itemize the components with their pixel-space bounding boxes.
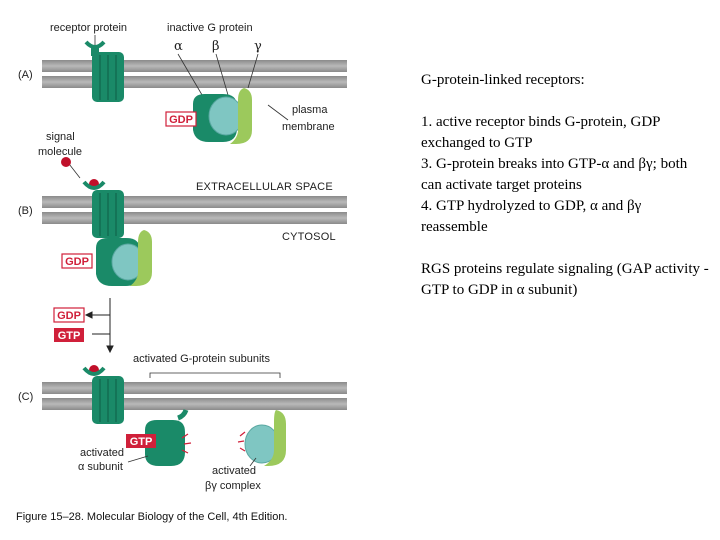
- gdp-badge-out: GDP: [53, 307, 85, 323]
- svg-text:GDP: GDP: [57, 310, 81, 322]
- bg-complex-label: βγ complex: [205, 480, 261, 492]
- membrane-c: [42, 382, 347, 410]
- notes-panel: G-protein-linked receptors: 1. active re…: [421, 70, 711, 301]
- panel-a: (A) receptor protein inactive G protein …: [18, 22, 347, 144]
- panel-c-label: (C): [18, 391, 33, 403]
- panel-b: (B) signal molecule EXTRACELLULAR SPACE …: [18, 131, 347, 286]
- g-protein-b: [96, 230, 152, 286]
- note-step-4: 4. GTP hydrolyzed to GDP, α and βγ reass…: [421, 198, 642, 235]
- svg-text:GDP: GDP: [169, 114, 193, 126]
- receptor-a: [84, 40, 124, 102]
- gamma-label: γ: [254, 39, 262, 54]
- panel-b-label: (B): [18, 205, 33, 217]
- bg-complex-c: [244, 410, 286, 466]
- gdp-badge-b: GDP: [61, 253, 93, 269]
- molecule-label: molecule: [38, 146, 82, 158]
- activated-label-2: activated: [212, 465, 256, 477]
- note-step-3: 3. G-protein breaks into GTP-α and βγ; b…: [421, 156, 688, 193]
- inactive-g-protein-label: inactive G protein: [167, 22, 253, 34]
- receptor-b: [82, 179, 124, 238]
- plasma-label: plasma: [292, 104, 328, 116]
- membrane-b: [42, 196, 347, 224]
- signal-label: signal: [46, 131, 75, 143]
- figure-caption: Figure 15–28. Molecular Biology of the C…: [16, 511, 288, 523]
- membrane-a: [42, 60, 347, 88]
- svg-text:GTP: GTP: [130, 436, 153, 448]
- gdp-badge-a: GDP: [165, 111, 197, 127]
- gtp-badge-in: GTP: [54, 328, 84, 342]
- gdp-gtp-exchange: GDP GTP: [53, 298, 114, 354]
- beta-label: β: [212, 39, 220, 54]
- receptor-c: [82, 365, 124, 424]
- gtp-badge-c: GTP: [126, 434, 156, 448]
- svg-text:GTP: GTP: [58, 330, 81, 342]
- g-protein-diagram: (A) receptor protein inactive G protein …: [16, 22, 347, 523]
- note-step-1: 1. active receptor binds G-protein, GDP …: [421, 114, 660, 151]
- receptor-protein-label: receptor protein: [50, 22, 127, 34]
- membrane-label: membrane: [282, 121, 335, 133]
- g-protein-a: [193, 88, 252, 144]
- svg-text:GDP: GDP: [65, 256, 89, 268]
- activated-subunits-label: activated G-protein subunits: [133, 353, 270, 365]
- signal-molecule-icon: [61, 157, 71, 167]
- panel-a-label: (A): [18, 69, 33, 81]
- activated-label: activated: [80, 447, 124, 459]
- note-rgs: RGS proteins regulate signaling (GAP act…: [421, 261, 709, 298]
- alpha-subunit-label: α subunit: [78, 461, 123, 473]
- panel-c: (C) activated G-protein subunits GTP: [18, 353, 347, 492]
- notes-title: G-protein-linked receptors:: [421, 72, 585, 88]
- alpha-subunit-c: [145, 409, 189, 466]
- alpha-label: α: [174, 39, 183, 54]
- cytosol-label: CYTOSOL: [282, 231, 336, 243]
- extracellular-space-label: EXTRACELLULAR SPACE: [196, 181, 333, 193]
